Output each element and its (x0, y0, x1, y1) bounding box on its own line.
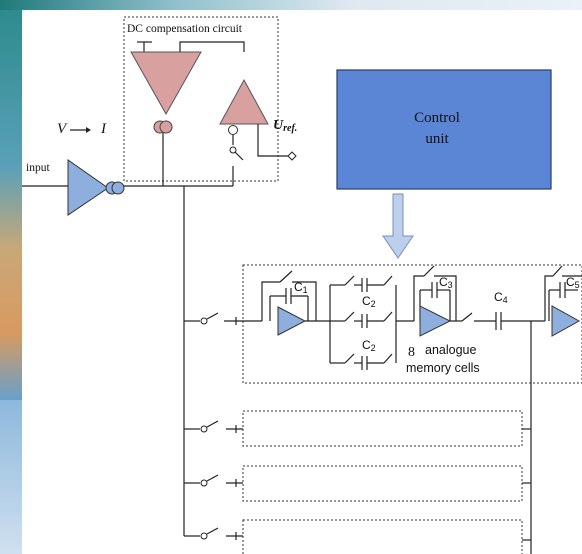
memory-label-line2: memory cells (406, 361, 480, 375)
c2-bot-switch-2 (383, 353, 393, 364)
dc-switch-node (229, 146, 237, 154)
vi-arrow-head (86, 127, 91, 133)
c5-label: C5 (566, 275, 580, 290)
transconductance-amp-triangle (130, 51, 202, 116)
vi-output-circle-2 (111, 181, 125, 195)
c2-top-label: C2 (362, 294, 376, 309)
memory-label-line1: analogue (425, 343, 476, 357)
c2-bottom-label: C2 (362, 338, 376, 353)
c3-label: C3 (439, 275, 453, 290)
c1-label: C1 (294, 280, 308, 295)
input-label: input (26, 162, 50, 174)
c1-feedback-left (261, 281, 280, 321)
integrator-1-triangle (277, 306, 307, 336)
row3-switch-blade (206, 474, 219, 482)
row4-switch-node (200, 532, 208, 540)
dc-compensation-box (123, 16, 279, 182)
control-arrow (382, 193, 414, 259)
row1-switch-node (200, 317, 208, 325)
c3-reset-switch (423, 265, 435, 277)
c2-top-switch (344, 275, 355, 286)
dc-compensation-label: DC compensation circuit (127, 23, 243, 35)
c4-switch (461, 312, 473, 322)
c2-bot-switch (344, 353, 355, 364)
c5-feedback-left (544, 275, 553, 321)
feedback-wire (179, 41, 245, 52)
background-top-strip (0, 0, 582, 10)
c3-feedback-left (413, 275, 424, 321)
c5-reset-switch (552, 265, 563, 277)
background-photo-strip-lower (0, 400, 22, 554)
c1-reset-switch (279, 270, 293, 283)
comparator-amp-triangle (219, 78, 269, 125)
control-unit-line1: Control (414, 110, 460, 126)
integrator-2-triangle (419, 305, 452, 337)
row2-switch-blade (206, 420, 219, 428)
uref-wire (257, 124, 288, 157)
c1-feedback-right (292, 281, 317, 321)
c4-label: C4 (494, 290, 508, 305)
current-source-circle-2 (159, 120, 173, 134)
uref-label: Uref. (273, 118, 297, 134)
control-unit-box (336, 69, 552, 190)
c2-mid-switch-2 (383, 311, 393, 322)
c2-top-switch-2 (383, 275, 393, 286)
vi-converter-triangle (67, 159, 109, 216)
uref-terminal (287, 151, 297, 161)
memory-count-label: 8 (408, 345, 415, 360)
row2-switch-node (200, 425, 208, 433)
row4-switch-blade (206, 527, 219, 535)
v-label: V (57, 121, 68, 137)
integrator-3-triangle (551, 305, 581, 337)
memory-row-box-1 (242, 264, 582, 384)
memory-row-box-4 (242, 519, 523, 554)
i-label: I (100, 121, 107, 137)
control-unit-line2: unit (425, 131, 449, 147)
amp2-node-circle (228, 125, 238, 135)
c3-feedback-right (434, 275, 457, 321)
row1-switch-blade (206, 312, 219, 320)
row3-switch-node (200, 479, 208, 487)
dc-switch-blade (234, 151, 244, 161)
c2-mid-switch (344, 311, 355, 322)
